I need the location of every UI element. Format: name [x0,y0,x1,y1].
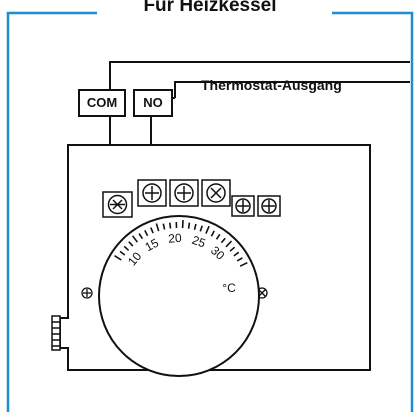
dial-tick [170,223,171,229]
terminal-screw-6 [258,196,280,216]
terminal-screw-5 [232,196,254,216]
terminal-screw-3 [170,180,198,206]
dial-tick [189,223,190,229]
side-connector [52,316,60,350]
terminal-screw-4 [202,180,230,206]
output-label: Thermostat-Ausgang [201,77,342,93]
dial-unit-label: °C [222,281,236,295]
terminal-screw-no [138,180,166,206]
mounting-screw-left [82,288,92,298]
com-terminal-label: COM [78,89,126,117]
diagram-title: Für Heizkessel [0,0,420,19]
dial-scale-label: 20 [168,231,183,246]
no-terminal-label: NO [133,89,173,117]
terminal-screw-com [103,192,132,217]
